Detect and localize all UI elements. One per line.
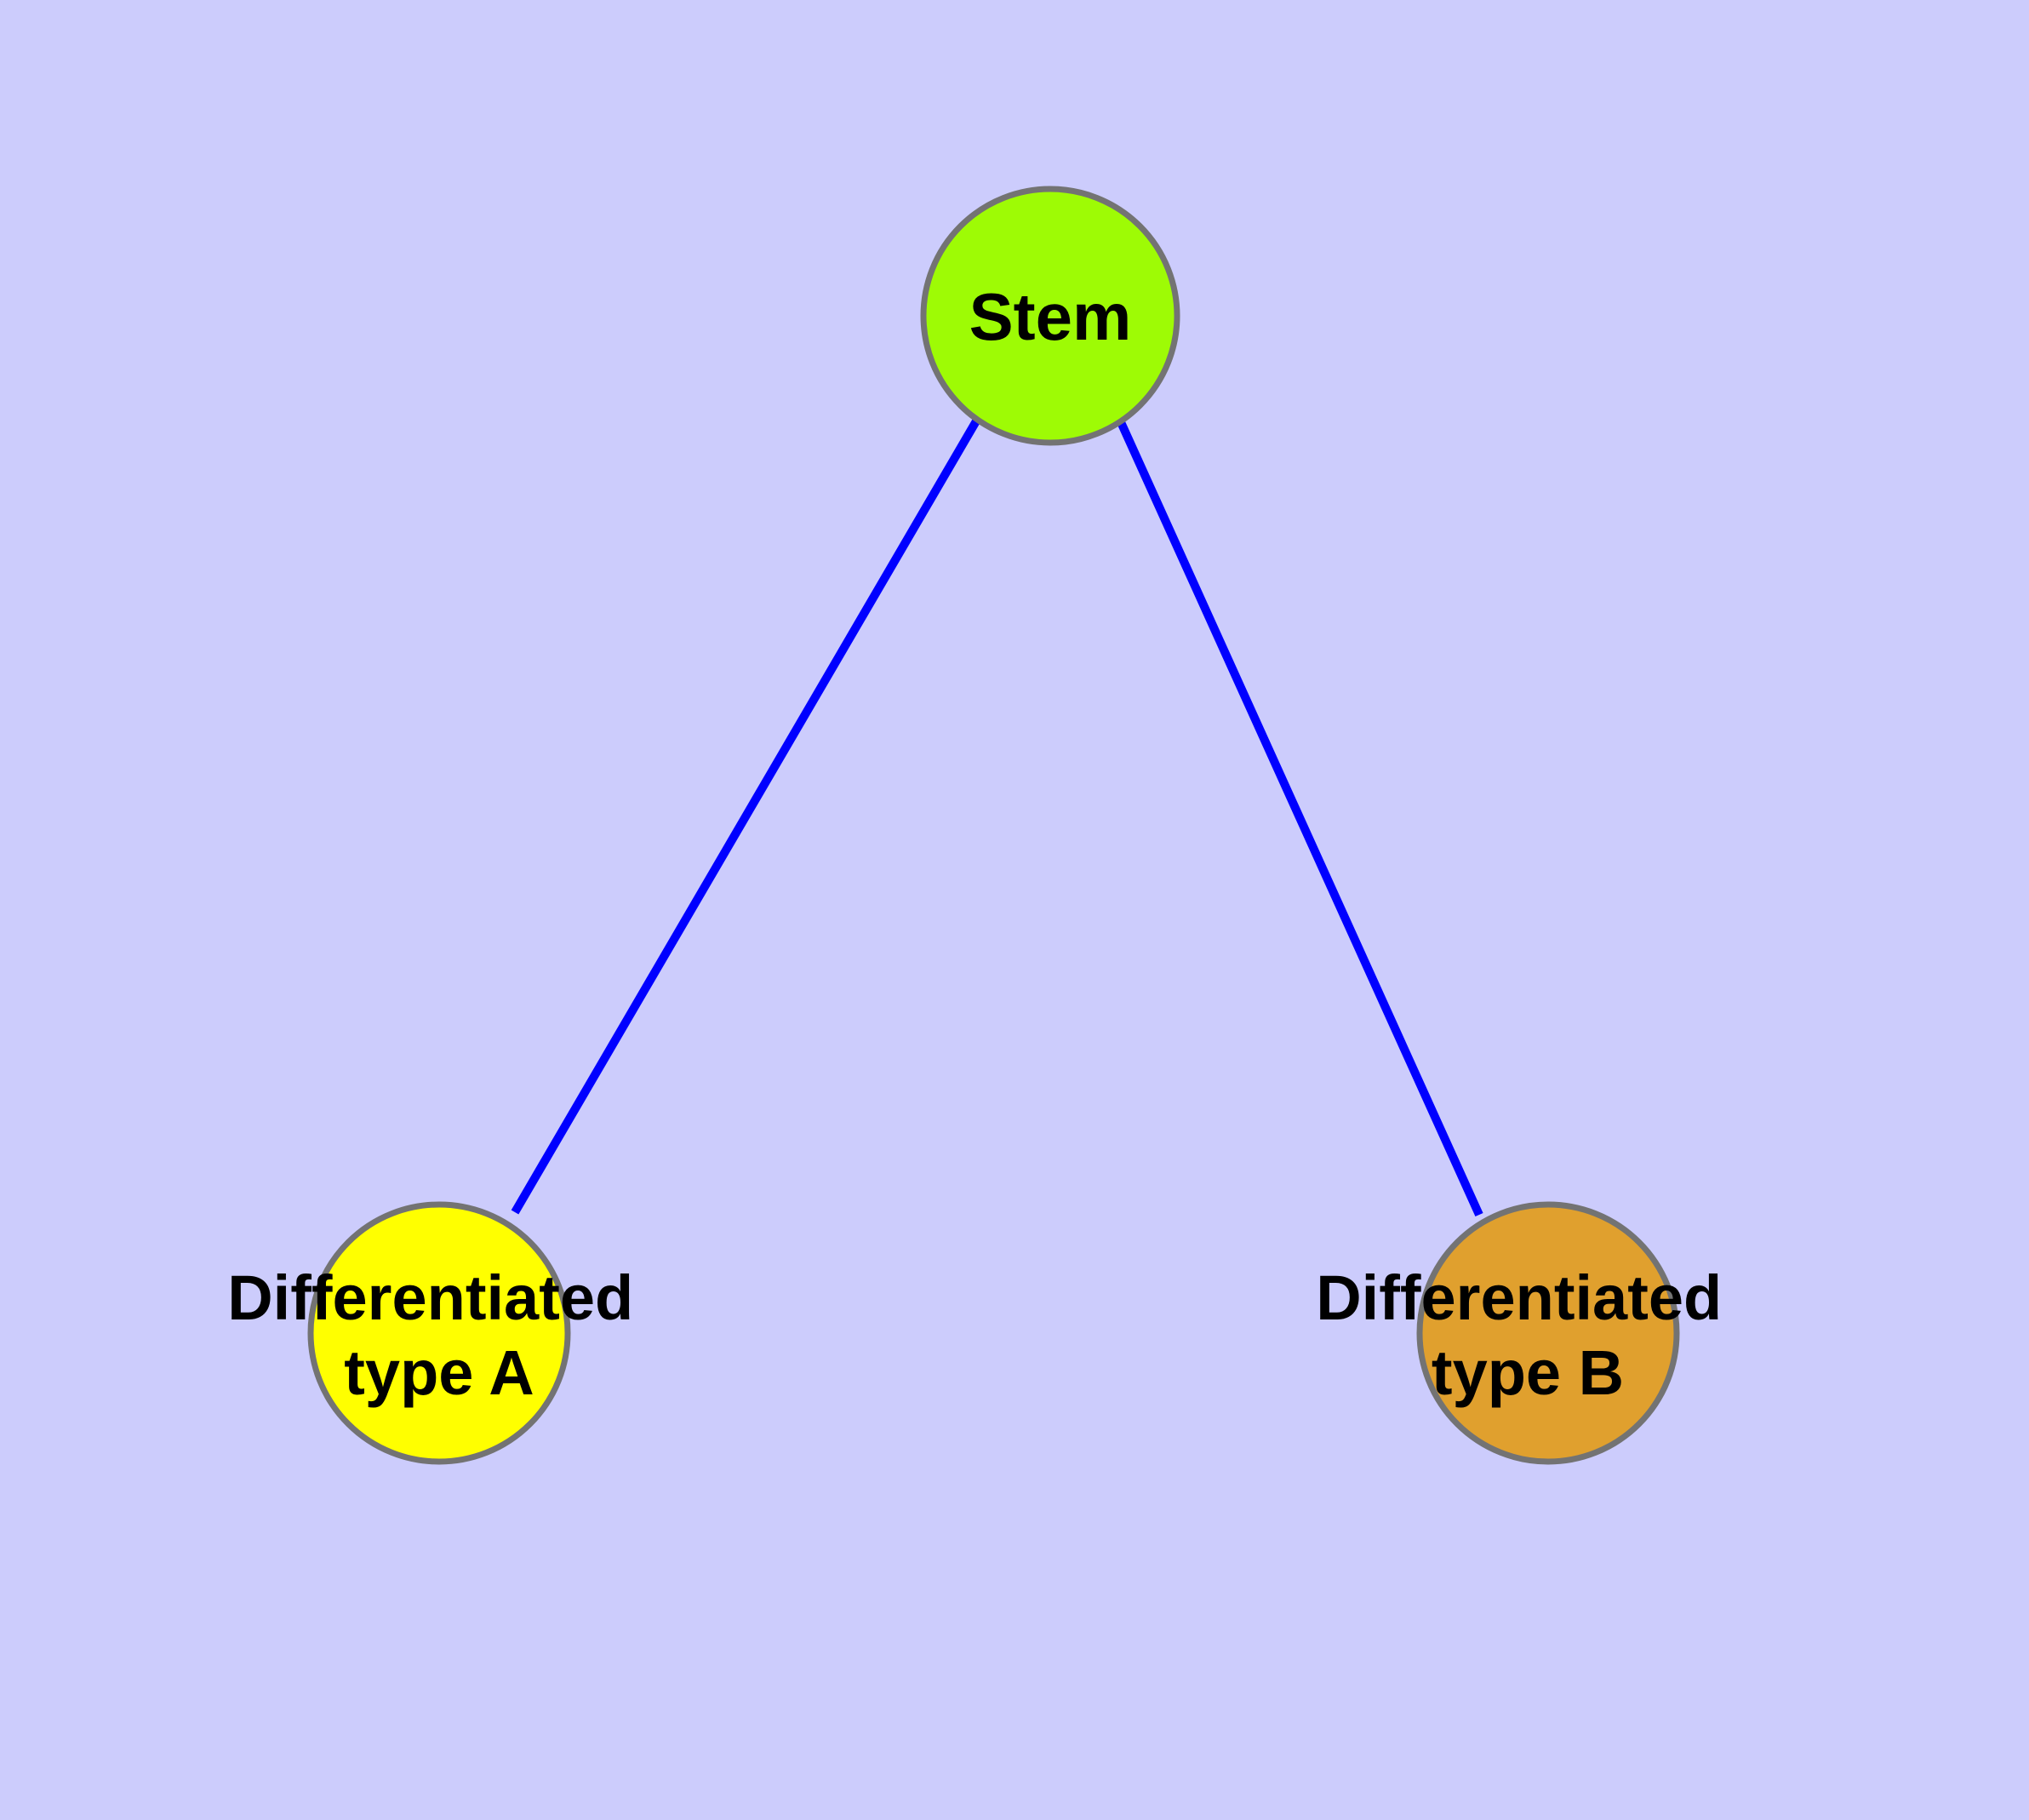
node-layer: Stem Differentiated type A Differentiate… xyxy=(227,186,1740,1465)
node-differentiated-type-b-label: Differentiated type B xyxy=(1316,1262,1740,1408)
edge-layer xyxy=(511,417,1483,1217)
node-differentiated-type-b-circle[interactable] xyxy=(1416,1201,1680,1465)
edge-stem-to-differentiated-type-b[interactable] xyxy=(1117,420,1483,1217)
edge-stem-to-differentiated-type-a[interactable] xyxy=(511,417,981,1215)
node-differentiated-type-a-label-line-2: type A xyxy=(344,1337,534,1408)
node-differentiated-type-a-circle[interactable] xyxy=(307,1201,571,1465)
node-differentiated-type-b-label-line-1: Differentiated xyxy=(1316,1262,1722,1333)
node-stem-label-line-1: Stem xyxy=(969,279,1132,354)
node-stem[interactable]: Stem xyxy=(920,186,1180,446)
node-differentiated-type-b-label-line-2: type B xyxy=(1432,1337,1624,1408)
node-differentiated-type-a-label-line-1: Differentiated xyxy=(227,1262,633,1333)
node-stem-label: Stem xyxy=(969,279,1132,354)
node-differentiated-type-b[interactable]: Differentiated type B xyxy=(1316,1201,1740,1465)
node-differentiated-type-a-label: Differentiated type A xyxy=(227,1262,651,1408)
node-stem-circle[interactable] xyxy=(920,186,1180,446)
node-differentiated-type-a[interactable]: Differentiated type A xyxy=(227,1201,651,1465)
